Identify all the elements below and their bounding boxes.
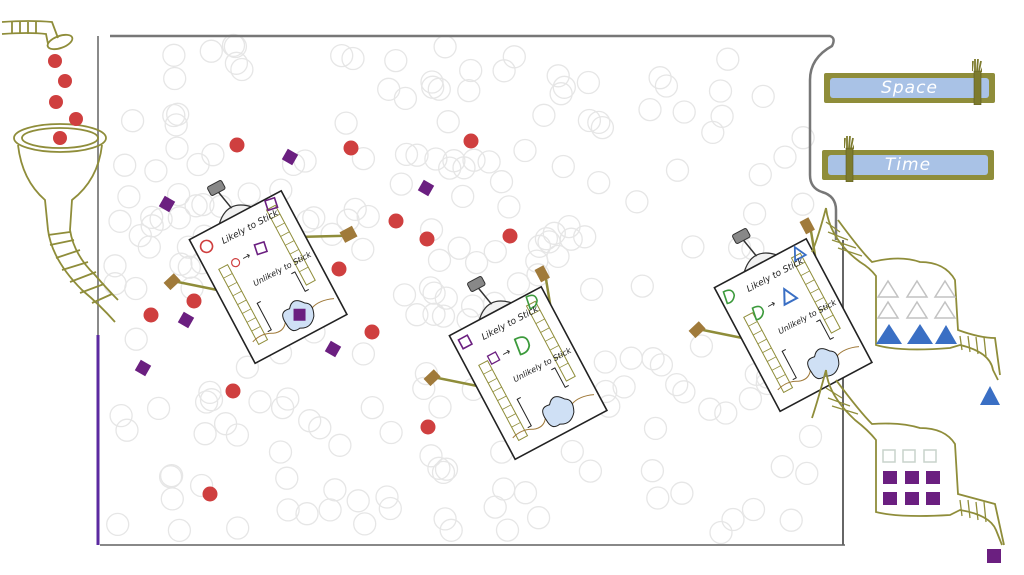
background-bubbles	[103, 33, 828, 545]
space-slider-track[interactable]: Space	[830, 78, 989, 98]
red-particle	[331, 261, 347, 277]
red-particle	[364, 324, 380, 340]
robot-output-shape	[253, 240, 269, 256]
inlet-nozzle	[46, 33, 74, 51]
red-particle	[388, 213, 404, 229]
robot-output-shape	[783, 287, 799, 307]
red-particle	[202, 486, 218, 502]
robot-output-shape	[513, 336, 531, 356]
robot-arm-left	[177, 280, 222, 292]
robot-arm-left	[702, 328, 747, 340]
robot-2: Likely to Stick → Unlikely to Stick	[423, 252, 608, 461]
square-collector	[811, 369, 1005, 563]
red-particle	[186, 293, 202, 309]
purple-particle	[417, 179, 435, 197]
space-slider[interactable]: Space	[824, 59, 995, 105]
chamber	[96, 34, 845, 546]
purple-particle	[281, 148, 299, 166]
robot-3: Likely to Stick → Unlikely to Stick	[688, 204, 873, 413]
red-particle	[343, 140, 359, 156]
red-particle	[225, 383, 241, 399]
purple-particle	[177, 311, 195, 329]
purple-particle	[134, 359, 152, 377]
robot-input-shape	[199, 239, 214, 254]
robot-input-shape	[722, 289, 736, 305]
hand-icon	[972, 59, 982, 73]
inlet-funnel	[1, 20, 119, 323]
time-slider-label: Time	[884, 155, 932, 175]
space-slider-handle[interactable]	[972, 59, 982, 105]
purple-particle	[158, 195, 176, 213]
square-output	[987, 549, 1001, 563]
red-particles	[143, 133, 518, 502]
time-slider-handle[interactable]	[844, 136, 854, 182]
robot-1: Likely to Stick → Unlikely to Stick	[163, 156, 358, 365]
inlet-falling-particles	[48, 54, 83, 145]
chamber-top-wall	[110, 34, 838, 240]
robot-output-shape-top	[793, 245, 808, 263]
robot-arm-left	[437, 376, 482, 388]
time-slider[interactable]: Time	[822, 136, 994, 182]
purple-particle	[324, 340, 342, 358]
time-slider-track[interactable]: Time	[828, 155, 988, 175]
red-particle	[420, 419, 436, 435]
red-particle	[463, 133, 479, 149]
robot-input-shape	[457, 334, 474, 350]
space-slider-label: Space	[881, 78, 938, 98]
red-particle	[143, 307, 159, 323]
red-particle	[502, 228, 518, 244]
red-particle	[419, 231, 435, 247]
robot-output-shape-top	[525, 294, 538, 310]
triangle-output	[980, 386, 1000, 405]
robot-output-shape-top	[263, 196, 279, 212]
hand-icon	[844, 136, 854, 150]
triangle-collector	[811, 207, 1001, 405]
robot-arm-right	[301, 234, 346, 239]
red-particle	[229, 137, 245, 153]
